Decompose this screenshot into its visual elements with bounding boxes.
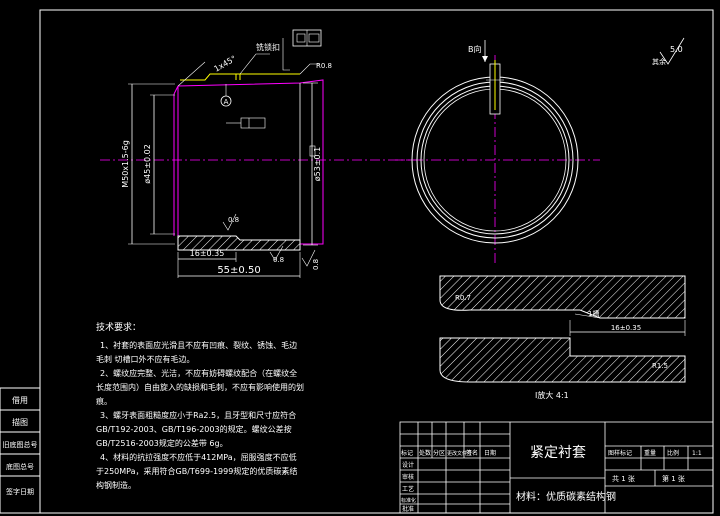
side-title-2: 旧底图总号 xyxy=(3,440,38,449)
view-b-label: B向 xyxy=(468,44,482,54)
detail-slot: 1槽 xyxy=(588,309,599,318)
side-title-1: 描图 xyxy=(12,417,28,427)
side-title-3: 底图总号 xyxy=(6,462,34,471)
chamfer-label: 1x45° xyxy=(213,54,238,74)
rough-a: 0.8 xyxy=(228,216,239,224)
tb-right-header: 比例 xyxy=(667,449,679,457)
tech-line: 于250MPa，采用符合GB/T699-1999规定的优质碳素结 xyxy=(96,466,297,476)
tech-line: 2、螺纹应完整、光洁，不应有妨碍螺纹配合（在螺纹全 xyxy=(100,368,297,378)
tb-role: 批准 xyxy=(402,505,414,513)
r-note: R0.8 xyxy=(316,62,332,70)
dim-groove: 16±0.35 xyxy=(190,249,225,258)
title-block xyxy=(399,421,714,514)
tech-line: 构钢制造。 xyxy=(96,480,136,490)
tb-header: 标记 xyxy=(401,449,413,457)
roughness-value: 5.0 xyxy=(670,45,683,54)
tb-sheet-count: 共 1 张 xyxy=(612,474,635,483)
tb-role: 审核 xyxy=(402,473,414,481)
dim-length: 55±0.50 xyxy=(217,265,260,276)
tb-role: 设计 xyxy=(402,461,414,469)
tb-header-cells: 标记 处数 分区 更改文件号 签名 日期 xyxy=(401,449,496,457)
detail-r-top: R0.7 xyxy=(455,294,471,302)
tb-header: 日期 xyxy=(484,449,496,457)
tech-lines: 1、衬套的表面应光滑且不应有凹痕、裂纹、锈蚀、毛边 毛刺 切槽口外不应有毛边。 … xyxy=(96,340,304,490)
tech-title: 技术要求： xyxy=(96,321,141,333)
tech-line: 毛刺 切槽口外不应有毛边。 xyxy=(96,354,195,364)
detail-label: I放大 4:1 xyxy=(535,390,569,400)
tech-line: 4、材料的抗拉强度不应低于412MPa，屈服强度不应低 xyxy=(100,452,297,462)
tb-sheet-number: 第 1 张 xyxy=(662,474,685,483)
tech-line: GB/T2516-2003规定的公差带 6g。 xyxy=(96,438,228,448)
tech-line: 长度范围内）自由旋入的缺损和毛刺，不应有影响使用的划 xyxy=(96,382,304,392)
dim-outer: ø53±0.1 xyxy=(313,147,322,182)
tech-line: 痕。 xyxy=(96,396,112,406)
roughness-note: 其余 xyxy=(652,57,666,66)
tb-header: 分区 xyxy=(433,449,445,457)
leader-note: 铣锁扣 xyxy=(256,42,280,52)
tb-header: 处数 xyxy=(419,449,431,457)
datum-label: A xyxy=(224,98,229,106)
tb-role: 标准化 xyxy=(401,497,416,504)
part-name: 紧定衬套 xyxy=(530,445,586,461)
rough-b: 0.8 xyxy=(273,256,284,264)
tb-header: 签名 xyxy=(466,449,478,457)
detail-r-bottom: R1.5 xyxy=(652,362,668,370)
detail-view xyxy=(439,275,686,383)
hatched-section xyxy=(177,235,301,251)
drawing-frame xyxy=(39,9,714,514)
tb-right-header: 重量 xyxy=(644,449,656,457)
material: 材料：优质碳素结构钢 xyxy=(516,490,616,503)
tech-line: 1、衬套的表面应光滑且不应有凹痕、裂纹、锈蚀、毛边 xyxy=(100,340,297,350)
roughness-corner xyxy=(659,37,685,65)
tb-header: 更改文件号 xyxy=(447,450,472,457)
tb-scale: 1:1 xyxy=(692,450,702,457)
side-title-0: 借用 xyxy=(12,395,28,405)
dim-thread: M50x1.5-6g xyxy=(121,140,130,188)
tb-right-header: 图样标记 xyxy=(608,449,632,457)
rough-c: 0.8 xyxy=(312,259,320,270)
view-b xyxy=(395,40,600,265)
dim-inner: ø45±0.02 xyxy=(143,144,152,184)
tb-role-rows: 设计 审核 工艺 标准化 批准 xyxy=(401,461,416,513)
tech-line: GB/T192-2003、GB/T196-2003的规定。螺纹公差按 xyxy=(96,424,292,434)
side-title-table xyxy=(0,387,41,514)
side-title-4: 签字日期 xyxy=(6,487,34,496)
datum-circle xyxy=(220,95,232,107)
front-view xyxy=(100,29,420,278)
tb-role: 工艺 xyxy=(402,485,414,493)
detail-dim: 16±0.35 xyxy=(611,324,641,332)
tech-line: 3、螺牙表面粗糙度应小于Ra2.5，且牙型和尺寸应符合 xyxy=(100,410,296,420)
